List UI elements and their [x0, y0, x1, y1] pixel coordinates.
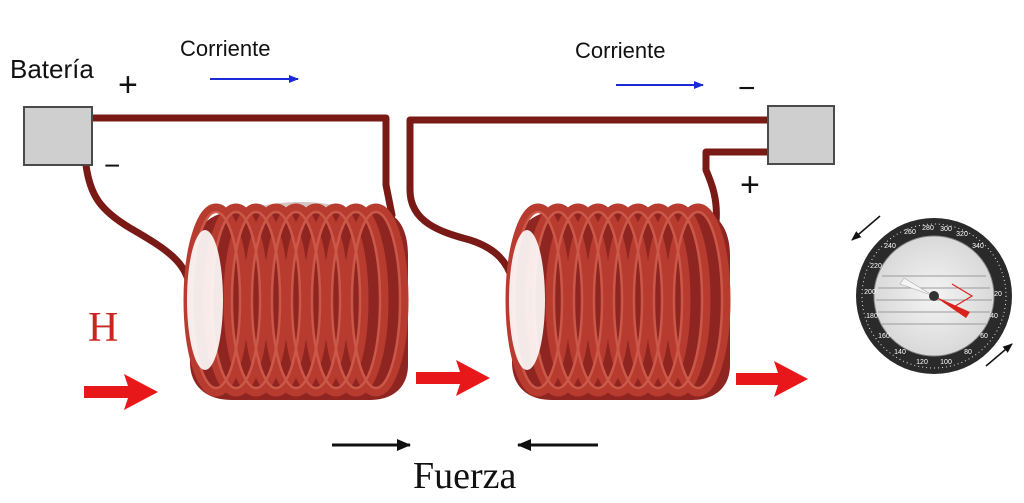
compass-ring-number: 180 [866, 313, 878, 320]
compass-ring-number: 280 [922, 225, 934, 232]
compass-ring-number: 260 [904, 229, 916, 236]
compass-ring-number: 240 [884, 243, 896, 250]
left-bottom-wire [82, 161, 194, 292]
right-coil [505, 203, 731, 400]
left-plus-sign: + [118, 66, 138, 104]
field-arrow-icon [736, 361, 808, 397]
left-coil [183, 202, 409, 400]
right-plus-wire [702, 148, 772, 226]
compass-ring-number: 220 [870, 263, 882, 270]
field-arrows [84, 360, 808, 410]
current-label-right: Corriente [575, 38, 666, 63]
compass-direction-arrow-icon [851, 215, 881, 241]
right-battery-terminal [767, 105, 835, 165]
compass-ring-number: 320 [956, 231, 968, 238]
right-top-wire [406, 116, 772, 292]
compass-ring-number: 160 [878, 333, 890, 340]
right-minus-sign: − [738, 72, 756, 105]
left-minus-sign: − [104, 150, 121, 181]
compass-ring-number: 60 [980, 333, 988, 340]
battery-label: Batería [10, 54, 94, 84]
compass-ring-number: 120 [916, 359, 928, 366]
current-label-left: Corriente [180, 36, 271, 61]
compass-ring-number: 140 [894, 349, 906, 356]
compass-ring-number: 100 [940, 359, 952, 366]
field-arrow-icon [84, 374, 158, 410]
compass-ring-number: 80 [964, 349, 972, 356]
compass-ring-number: 200 [864, 289, 876, 296]
compass-ring-number: 40 [990, 313, 998, 320]
compass-ring-number: 20 [994, 291, 1002, 298]
compass-direction-arrow-icon [985, 343, 1013, 367]
field-arrow-icon [416, 360, 490, 396]
compass-ring-number: 300 [940, 226, 952, 233]
force-label: Fuerza [413, 455, 517, 497]
field-label: H [88, 305, 119, 351]
right-plus-sign: + [740, 166, 760, 204]
compass-ring-number: 340 [972, 243, 984, 250]
left-battery-terminal [23, 106, 93, 166]
wires [82, 114, 772, 292]
left-top-wire [88, 114, 396, 219]
compass-icon: 260 280 300 320 340 20 40 60 80 100 120 … [851, 215, 1013, 374]
